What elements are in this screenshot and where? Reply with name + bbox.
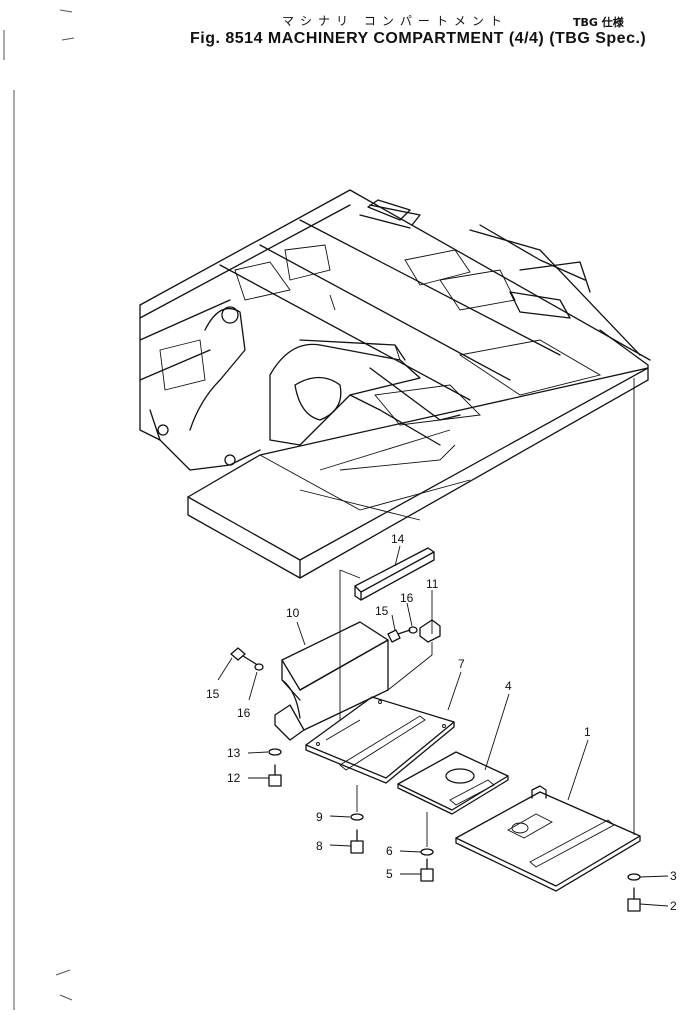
callout-15-upper: 15: [375, 604, 389, 618]
part-1-floor-plate: [455, 785, 641, 892]
part-11-bracket: [419, 619, 441, 655]
callout-2: 2: [670, 899, 677, 913]
part-5-bolt: [420, 858, 434, 882]
callout-12: 12: [227, 771, 241, 785]
part-15-bolt-left: [230, 647, 257, 665]
leader-lines: [217, 545, 669, 907]
callout-6: 6: [386, 844, 393, 858]
callout-9: 9: [316, 810, 323, 824]
callout-8: 8: [316, 839, 323, 853]
scan-margin-marks: [3, 9, 75, 1010]
callout-3: 3: [670, 869, 677, 883]
part-10-cover: [274, 621, 433, 741]
part-14-bar: [354, 547, 435, 601]
part-16-washer-upper: [408, 626, 418, 634]
callout-15-left: 15: [206, 687, 220, 701]
callout-7: 7: [458, 657, 465, 671]
title-japanese: マシナリ コンパートメント: [282, 14, 508, 28]
machinery-frame: [139, 189, 651, 579]
callout-13: 13: [227, 746, 241, 760]
part-9-washer: [350, 785, 364, 821]
callout-14: 14: [391, 532, 405, 546]
part-4-plate: [397, 751, 509, 815]
callout-1: 1: [584, 725, 591, 739]
callout-11: 11: [426, 577, 439, 591]
part-8-bolt: [350, 829, 364, 854]
part-13-washer: [268, 748, 282, 756]
part-6-washer: [420, 812, 434, 856]
assembly-guide-line: [339, 569, 361, 579]
part-3-washer: [627, 873, 641, 881]
part-16-washer-left: [254, 663, 264, 671]
figure-title: Fig. 8514 MACHINERY COMPARTMENT (4/4) (T…: [190, 30, 647, 47]
callout-4: 4: [505, 679, 512, 693]
callout-16-upper: 16: [400, 591, 414, 605]
title-japanese-spec: TBG 仕様: [573, 16, 624, 29]
callout-5: 5: [386, 867, 393, 881]
part-15-bolt-upper: [387, 629, 411, 643]
part-7-plate: [305, 696, 455, 784]
part-2-bolt: [627, 887, 641, 912]
callout-10: 10: [286, 606, 300, 620]
part-12-bolt: [268, 764, 282, 787]
callout-16-left: 16: [237, 706, 251, 720]
